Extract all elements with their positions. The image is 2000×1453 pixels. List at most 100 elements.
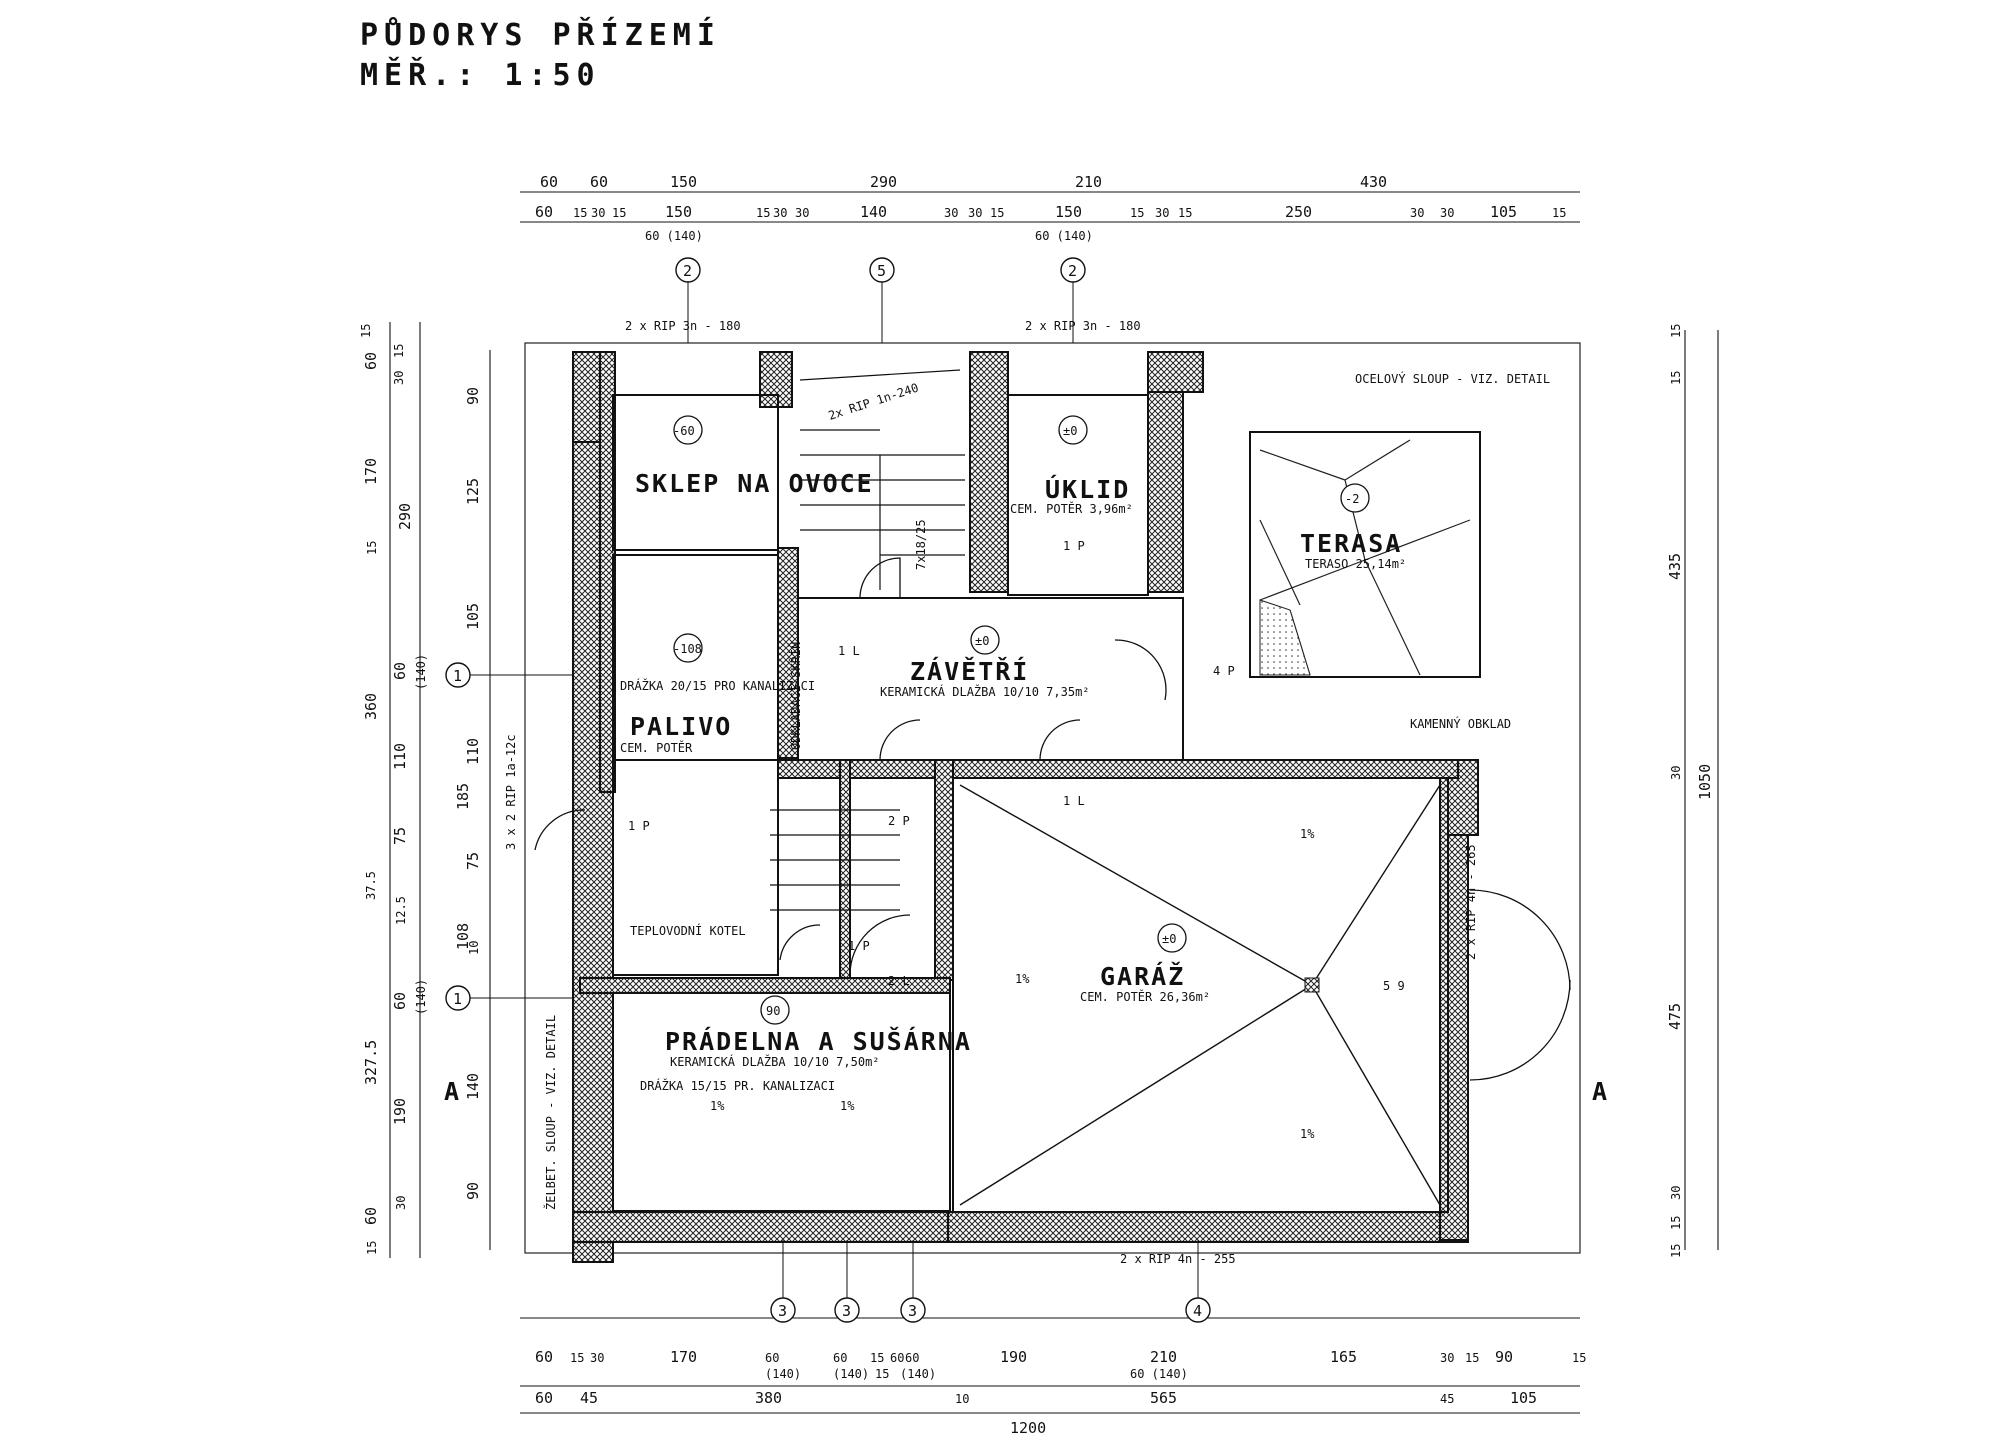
svg-text:1%: 1% — [1015, 972, 1030, 986]
svg-text:60: 60 — [833, 1351, 847, 1365]
svg-text:2 x RIP 3n - 180: 2 x RIP 3n - 180 — [1025, 319, 1141, 333]
svg-text:105: 105 — [1490, 203, 1517, 221]
svg-text:3: 3 — [842, 1302, 851, 1320]
svg-text:1 P: 1 P — [848, 939, 870, 953]
svg-text:30: 30 — [1440, 1351, 1454, 1365]
svg-text:(140): (140) — [414, 654, 428, 690]
level-circles — [673, 415, 1370, 1025]
svg-text:37.5: 37.5 — [364, 871, 378, 900]
svg-text:15: 15 — [365, 1241, 379, 1255]
svg-text:290: 290 — [870, 173, 897, 191]
svg-text:15: 15 — [365, 541, 379, 555]
svg-text:1 P: 1 P — [1063, 539, 1085, 553]
svg-text:1050: 1050 — [1696, 764, 1714, 800]
svg-text:30: 30 — [1669, 766, 1683, 780]
svg-text:60 (140): 60 (140) — [645, 229, 703, 243]
svg-text:430: 430 — [1360, 173, 1387, 191]
svg-text:15: 15 — [1552, 206, 1566, 220]
room-outlines — [612, 394, 1481, 1213]
svg-text:75: 75 — [464, 852, 482, 870]
svg-text:1%: 1% — [840, 1099, 855, 1113]
svg-text:30: 30 — [795, 206, 809, 220]
svg-text:KERAMICKÁ DLAŽBA 10/10 7,35m²: KERAMICKÁ DLAŽBA 10/10 7,35m² — [880, 684, 1090, 699]
svg-text:1%: 1% — [710, 1099, 725, 1113]
dimension-lines — [389, 191, 1719, 1414]
svg-text:-60: -60 — [673, 424, 695, 438]
svg-text:30: 30 — [1155, 206, 1169, 220]
svg-text:210: 210 — [1075, 173, 1102, 191]
svg-text:2: 2 — [683, 262, 692, 280]
svg-text:45: 45 — [1440, 1392, 1454, 1406]
svg-text:165: 165 — [1330, 1348, 1357, 1366]
svg-text:2x RIP 1n-240: 2x RIP 1n-240 — [827, 381, 921, 423]
door-tags: 1 L 1 P 1 P 1 L 2 P 2 L 1 P 4 P 5 9 — [628, 539, 1405, 993]
bottom-dimensions: 60 15 30 170 60 (140) 60 15 60 (140) 15 … — [535, 1348, 1586, 1437]
svg-text:30: 30 — [1410, 206, 1424, 220]
svg-text:30: 30 — [591, 206, 605, 220]
svg-text:185: 185 — [454, 783, 472, 810]
svg-text:15: 15 — [359, 324, 373, 338]
svg-text:15: 15 — [612, 206, 626, 220]
drawing-title: PŮDORYS PŘÍZEMÍ — [360, 18, 721, 53]
svg-text:45: 45 — [580, 1389, 598, 1407]
svg-text:105: 105 — [1510, 1389, 1537, 1407]
walls — [572, 351, 1479, 1263]
svg-text:250: 250 — [1285, 203, 1312, 221]
svg-text:1200: 1200 — [1010, 1419, 1046, 1437]
svg-text:30: 30 — [944, 206, 958, 220]
svg-text:-108: -108 — [673, 642, 702, 656]
svg-text:2 x RIP 3n - 180: 2 x RIP 3n - 180 — [625, 319, 741, 333]
room-name-uklid: ÚKLID — [1045, 474, 1130, 504]
svg-text:1 L: 1 L — [1063, 794, 1085, 808]
svg-text:15: 15 — [990, 206, 1004, 220]
terrace-dotted-area — [1259, 599, 1311, 676]
svg-text:210: 210 — [1150, 1348, 1177, 1366]
svg-text:105: 105 — [464, 603, 482, 630]
svg-text:1 P: 1 P — [628, 819, 650, 833]
svg-text:108: 108 — [454, 923, 472, 950]
svg-text:(140): (140) — [414, 979, 428, 1015]
svg-text:90: 90 — [464, 1182, 482, 1200]
svg-text:KERAMICKÁ DLAŽBA 10/10 7,50m²: KERAMICKÁ DLAŽBA 10/10 7,50m² — [670, 1054, 880, 1069]
svg-text:5: 5 — [877, 262, 886, 280]
room-name-terasa: TERASA — [1300, 529, 1402, 558]
svg-text:30: 30 — [590, 1351, 604, 1365]
door-swings — [534, 557, 1571, 1081]
notes: OCELOVÝ SLOUP - VIZ. DETAIL KAMENNÝ OBKL… — [543, 371, 1550, 1210]
svg-text:1 L: 1 L — [838, 644, 860, 658]
svg-text:15: 15 — [1669, 371, 1683, 385]
svg-text:TEPLOVODNÍ KOTEL: TEPLOVODNÍ KOTEL — [630, 923, 746, 938]
svg-text:12.5: 12.5 — [394, 896, 408, 925]
svg-text:3: 3 — [778, 1302, 787, 1320]
svg-text:60: 60 — [540, 173, 558, 191]
top-dimensions: 60 60 150 290 210 430 60 15 30 15 150 15… — [535, 173, 1566, 243]
svg-text:170: 170 — [670, 1348, 697, 1366]
svg-text:4 P: 4 P — [1213, 664, 1235, 678]
svg-text:2 x RIP 4n - 265: 2 x RIP 4n - 265 — [1464, 844, 1478, 960]
svg-text:CEM. POTĚR: CEM. POTĚR — [620, 740, 693, 755]
axis-markers — [445, 257, 1211, 1323]
svg-text:60: 60 — [905, 1351, 919, 1365]
svg-text:30: 30 — [392, 371, 406, 385]
axis-marker-labels: 2 5 2 1 1 3 3 3 4 — [453, 262, 1202, 1320]
svg-text:60: 60 — [890, 1351, 904, 1365]
svg-text:KAMENNÝ OBKLAD: KAMENNÝ OBKLAD — [1410, 716, 1511, 731]
svg-text:±0: ±0 — [1063, 424, 1077, 438]
garage-slope-lines — [959, 784, 1441, 1206]
svg-text:150: 150 — [670, 173, 697, 191]
svg-text:290: 290 — [396, 503, 414, 530]
svg-text:CEM. POTĚR 3,96m²: CEM. POTĚR 3,96m² — [1010, 501, 1133, 516]
svg-text:3: 3 — [908, 1302, 917, 1320]
svg-text:2 P: 2 P — [888, 814, 910, 828]
svg-text:1: 1 — [453, 667, 462, 685]
svg-text:±0: ±0 — [1162, 932, 1176, 946]
svg-text:190: 190 — [391, 1098, 409, 1125]
axis-leader-lines — [470, 282, 1199, 1298]
svg-text:30: 30 — [773, 206, 787, 220]
svg-text:-2: -2 — [1345, 492, 1359, 506]
svg-text:15: 15 — [1669, 324, 1683, 338]
svg-text:60: 60 — [362, 1207, 380, 1225]
svg-text:60: 60 — [391, 992, 409, 1010]
svg-text:DRÁŽKA 15/15 PR. KANALIZACI: DRÁŽKA 15/15 PR. KANALIZACI — [640, 1078, 835, 1093]
left-dimensions: 15 60 15 30 170 15 290 360 60 (140) 110 … — [359, 324, 482, 1255]
